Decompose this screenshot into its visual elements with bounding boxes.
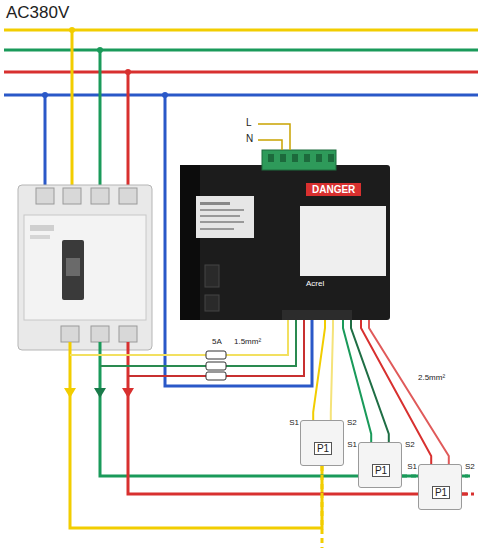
wire-size: 1.5mm² — [234, 338, 261, 347]
terminal-label: S1 — [407, 463, 417, 472]
terminal-label: S1 — [289, 419, 299, 428]
current-transformer: S1S2P1 — [358, 442, 402, 488]
neutral-label: N — [246, 133, 253, 144]
primary-label: P1 — [372, 464, 390, 477]
danger-label: DANGER — [306, 183, 361, 196]
voltage-label: AC380V — [6, 4, 69, 23]
current-transformer: S1S2P1 — [418, 464, 462, 510]
terminal-label: S2 — [405, 441, 415, 450]
fuse-rating: 5A — [212, 338, 222, 347]
primary-label: P1 — [432, 486, 450, 499]
current-transformer: S1S2P1 — [300, 420, 344, 466]
terminal-label: S1 — [347, 441, 357, 450]
power-meter — [180, 150, 390, 320]
wire-size: 2.5mm² — [418, 374, 445, 383]
terminal-label: S2 — [347, 419, 357, 428]
terminal-label: S2 — [465, 463, 475, 472]
primary-label: P1 — [314, 442, 332, 455]
power-meter: DANGER Acrel — [180, 165, 390, 320]
line-label: L — [246, 117, 252, 128]
circuit-breaker — [18, 185, 152, 350]
signal-wire — [331, 320, 333, 420]
brand-label: Acrel — [306, 280, 324, 289]
signal-wire — [313, 320, 325, 420]
